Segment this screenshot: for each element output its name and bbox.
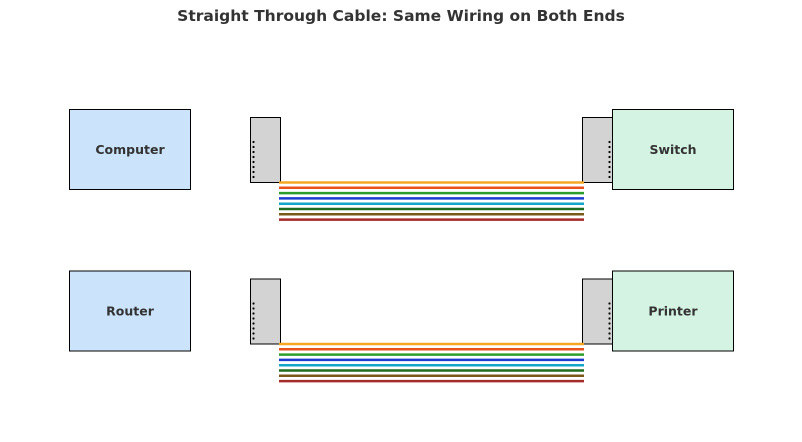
right-connector [582,117,613,183]
right-device-box [612,270,734,352]
right-connector-pins [608,140,611,179]
right-device-box [612,109,734,190]
left-device-label: Computer [95,142,165,157]
cable-wires [279,181,584,221]
left-connector [250,278,281,345]
left-device-box [69,270,191,352]
link-router-printer: Router Printer [69,270,734,383]
cable-wires [279,342,584,383]
left-device-label: Router [106,304,155,319]
left-connector-pins [252,140,255,179]
link-computer-switch: Computer Switch [69,109,734,221]
right-device-label: Printer [648,304,698,319]
right-device-label: Switch [649,142,696,157]
diagram-title: Straight Through Cable: Same Wiring on B… [177,7,625,25]
right-connector-pins [608,302,611,340]
left-connector-pins [252,302,255,340]
left-device-box [69,109,191,190]
left-connector [250,117,281,183]
right-connector [582,278,613,345]
